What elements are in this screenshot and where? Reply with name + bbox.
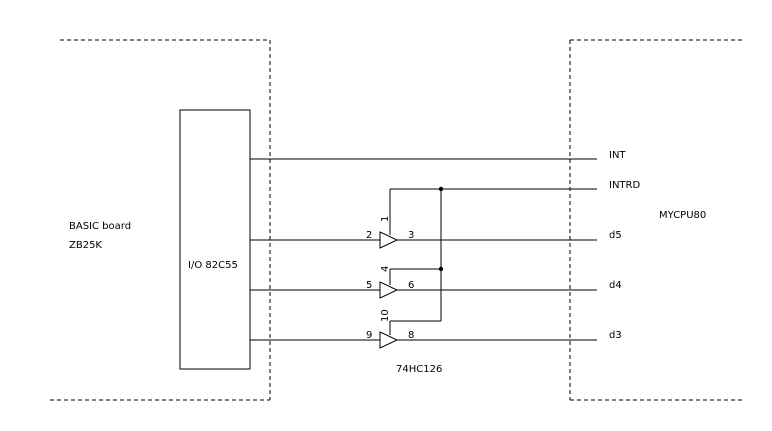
ic-82c55-box xyxy=(179,109,251,370)
pin-label: 10 xyxy=(380,309,391,322)
pin-label: 4 xyxy=(380,266,391,272)
pin-label: 1 xyxy=(380,216,391,222)
junction-dot xyxy=(438,186,444,192)
left-board-boundary xyxy=(50,39,271,401)
pin-label: 9 xyxy=(366,330,372,341)
buffer-triangle-1 xyxy=(379,231,399,249)
buffer-gate-2: 5 6 4 d4 xyxy=(250,266,622,299)
buffer-gate-3: 9 8 10 d3 xyxy=(250,309,622,349)
left-board-label: BASIC board xyxy=(69,221,131,232)
pin-label: 5 xyxy=(366,280,372,291)
d3-label: d3 xyxy=(609,330,622,341)
pin-label: 6 xyxy=(408,280,414,291)
buffer-triangle-3 xyxy=(379,331,399,349)
int-label: INT xyxy=(609,150,626,161)
buffer-triangle-2 xyxy=(379,281,399,299)
intrd-label: INTRD xyxy=(609,180,640,191)
buffer-chip-label: 74HC126 xyxy=(396,364,442,375)
buffer-gate-1: 2 3 1 d5 xyxy=(250,189,622,249)
right-board-label: MYCPU80 xyxy=(659,210,706,221)
pin-label: 8 xyxy=(408,330,414,341)
d4-label: d4 xyxy=(609,280,622,291)
pin-label: 2 xyxy=(366,230,372,241)
left-board-sublabel: ZB25K xyxy=(69,240,102,251)
right-board-boundary xyxy=(569,39,745,401)
d5-label: d5 xyxy=(609,230,622,241)
ic-82c55-label: I/O 82C55 xyxy=(188,260,238,271)
pin-label: 3 xyxy=(408,230,414,241)
